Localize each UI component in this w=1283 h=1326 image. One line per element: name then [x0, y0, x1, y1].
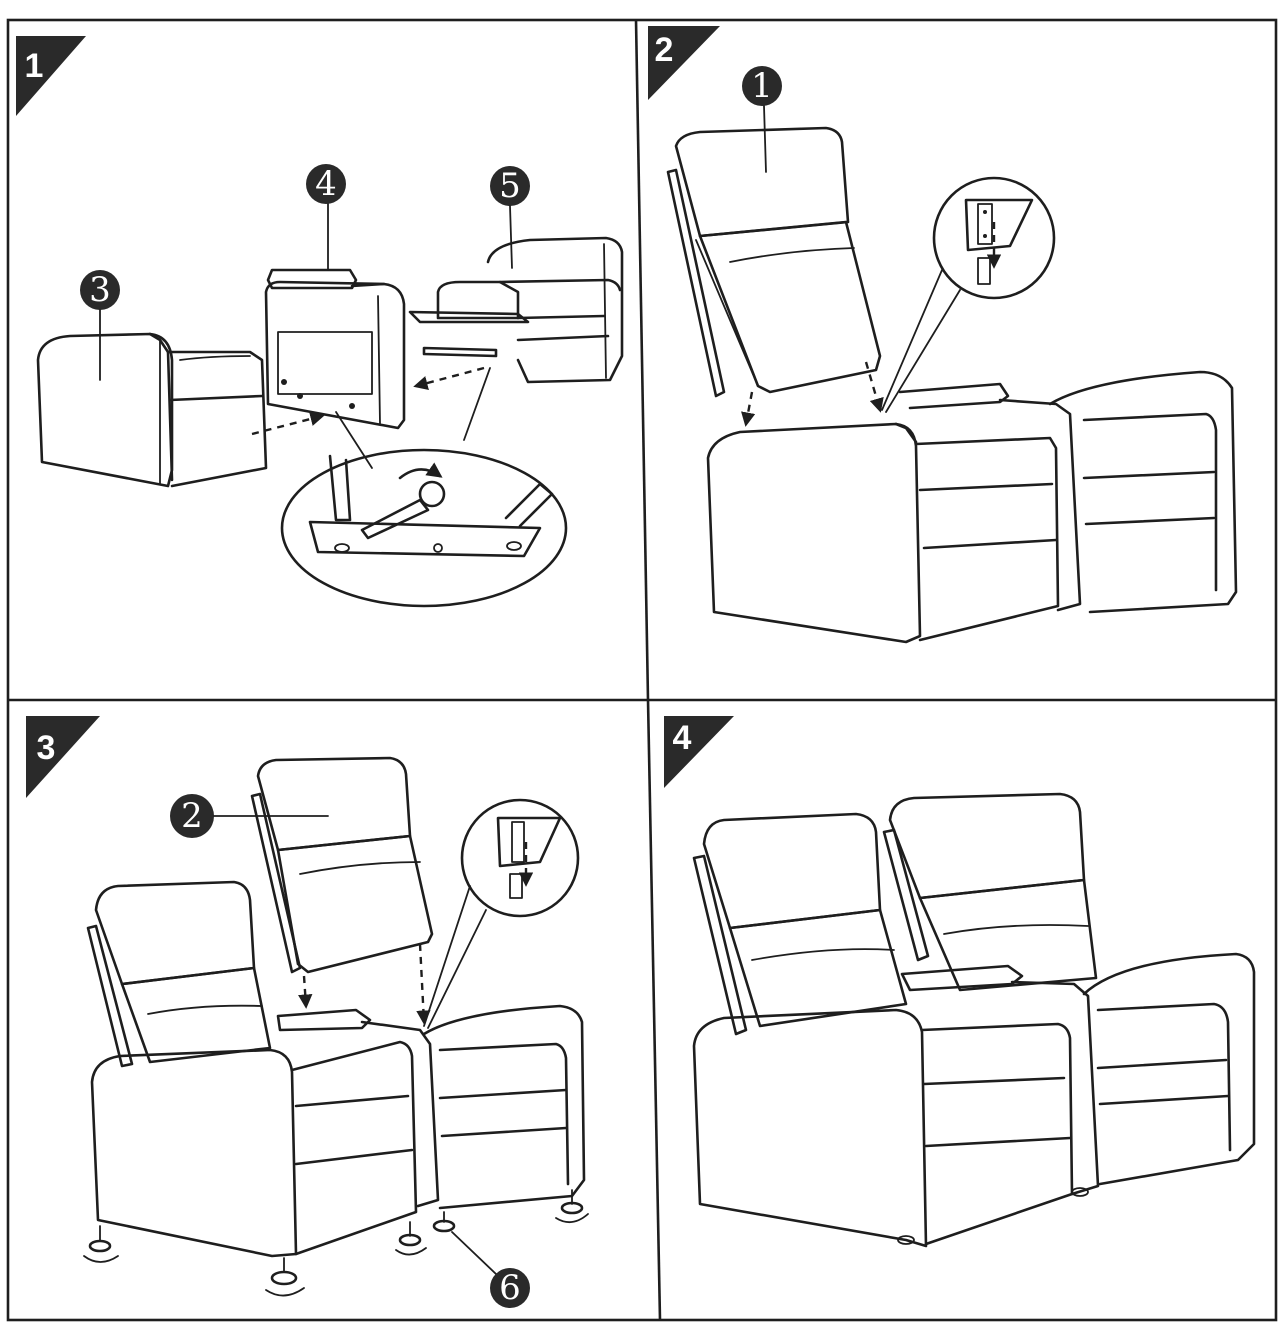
part-6-marker: 6 — [452, 1232, 530, 1308]
step-3-badge: 3 — [26, 716, 100, 798]
part-3-marker: 3 — [80, 270, 120, 380]
backrest-part-2 — [252, 758, 432, 972]
step-3-label: 3 — [37, 729, 56, 767]
step-1-label: 1 — [25, 47, 44, 85]
left-seat-assembled — [88, 882, 438, 1256]
panel-2-attach-backrest: 1 — [668, 66, 1236, 642]
part-4-label: 4 — [315, 164, 337, 204]
right-chair-part-5 — [410, 238, 622, 382]
part-5-marker: 5 — [490, 166, 530, 268]
left-chair-part-3 — [38, 334, 266, 486]
panel-4-completed-sofa — [694, 794, 1254, 1246]
part-6-label: 6 — [499, 1268, 521, 1308]
part-1-label: 1 — [751, 66, 773, 106]
part-2-label: 2 — [181, 796, 203, 836]
right-seat — [424, 1006, 584, 1208]
step-4-badge: 4 — [664, 716, 734, 788]
part-1-marker: 1 — [742, 66, 782, 172]
sofa-base — [708, 372, 1236, 642]
step-4-label: 4 — [673, 719, 692, 757]
step-1-badge: 1 — [16, 36, 86, 116]
part-3-label: 3 — [89, 270, 111, 310]
step-2-badge: 2 — [648, 26, 720, 100]
panel-3-attach-second-backrest: 2 6 — [84, 758, 588, 1308]
bracket-detail-zoom — [882, 178, 1054, 412]
panel-grid — [8, 20, 1276, 1320]
backrest-part-1 — [668, 128, 880, 396]
panel-1-exploded-view: 3 4 5 — [38, 164, 622, 606]
step-2-label: 2 — [655, 31, 674, 69]
part-5-label: 5 — [499, 166, 521, 206]
bracket-detail-zoom-2 — [424, 800, 578, 1028]
part-4-marker: 4 — [306, 164, 346, 270]
part-2-marker: 2 — [170, 794, 328, 838]
center-console-part-4 — [266, 270, 404, 428]
screw-detail-zoom — [282, 450, 566, 606]
